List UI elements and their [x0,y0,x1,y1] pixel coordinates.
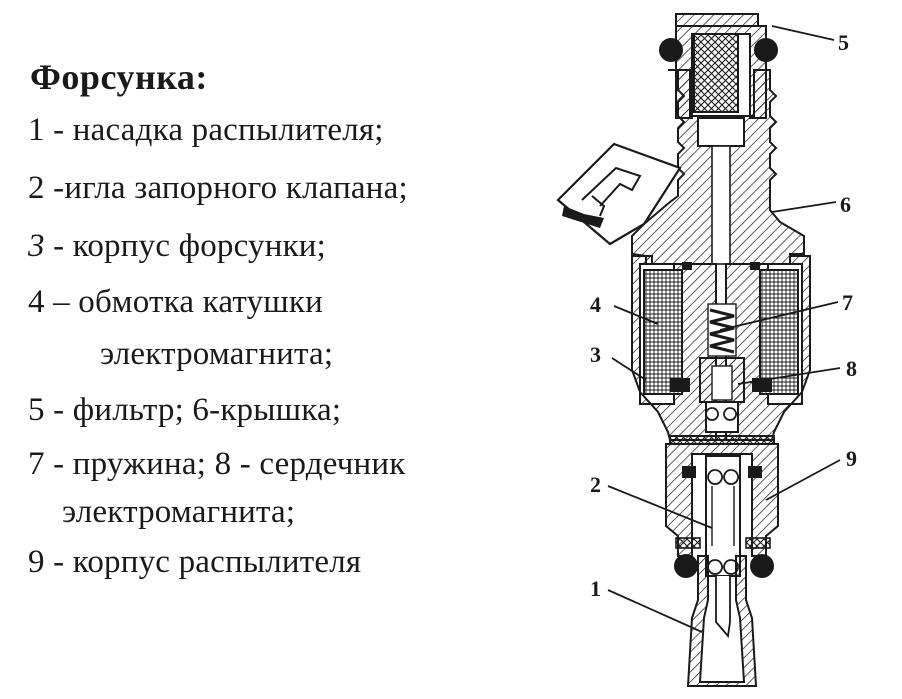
callout-6: 6 [840,192,851,217]
injector-svg: 1 2 3 4 5 6 7 8 9 [556,13,857,687]
legend-item-4-cont: электромагнита; [100,336,334,372]
spring-7 [707,303,737,357]
legend-item-2: 2 -игла запорного клапана; [28,170,408,206]
legend-item-4: 4 – обмотка катушки [28,284,323,320]
legend-item-3-row: 3 - корпус форсунки; [28,228,326,265]
callout-2: 2 [590,472,601,497]
legend-item-3-number: 3 [28,228,45,264]
filter-5 [693,33,739,113]
o-ring-bottom-left [674,554,698,578]
o-ring-top-left [659,38,683,62]
callout-3: 3 [590,342,601,367]
cover-6 [631,69,805,265]
legend-item-5-6: 5 - фильтр; 6-крышка; [28,392,342,428]
atomizer-body-9 [665,435,779,557]
legend-item-1: 1 - насадка распылителя; [28,112,384,148]
callout-9: 9 [846,446,857,471]
callout-4: 4 [590,292,601,317]
legend-item-9: 9 - корпус распылителя [28,544,362,580]
legend-title: Форсунка: [30,57,208,97]
o-ring-bottom-right [750,554,774,578]
nozzle-tip-1 [686,555,758,687]
callout-1: 1 [590,576,601,601]
coil-winding-right [759,269,799,395]
callout-8: 8 [846,356,857,381]
coil-winding-left [643,269,683,395]
electrical-connector [556,142,682,246]
core-8 [699,357,745,433]
injector-diagram: 1 2 3 4 5 6 7 8 9 [540,0,902,694]
legend-item-8-cont: электромагнита; [62,494,296,530]
legend-item-3-text: - корпус форсунки; [53,228,327,264]
callout-7: 7 [842,290,853,315]
legend-panel: Форсунка: 1 - насадка распылителя; 2 -иг… [28,57,408,580]
needle-2 [705,455,741,639]
legend-item-7-8: 7 - пружина; 8 - сердечник [28,446,406,482]
o-ring-top-right [754,38,778,62]
callout-5: 5 [838,30,849,55]
callout-leaders [607,25,841,633]
